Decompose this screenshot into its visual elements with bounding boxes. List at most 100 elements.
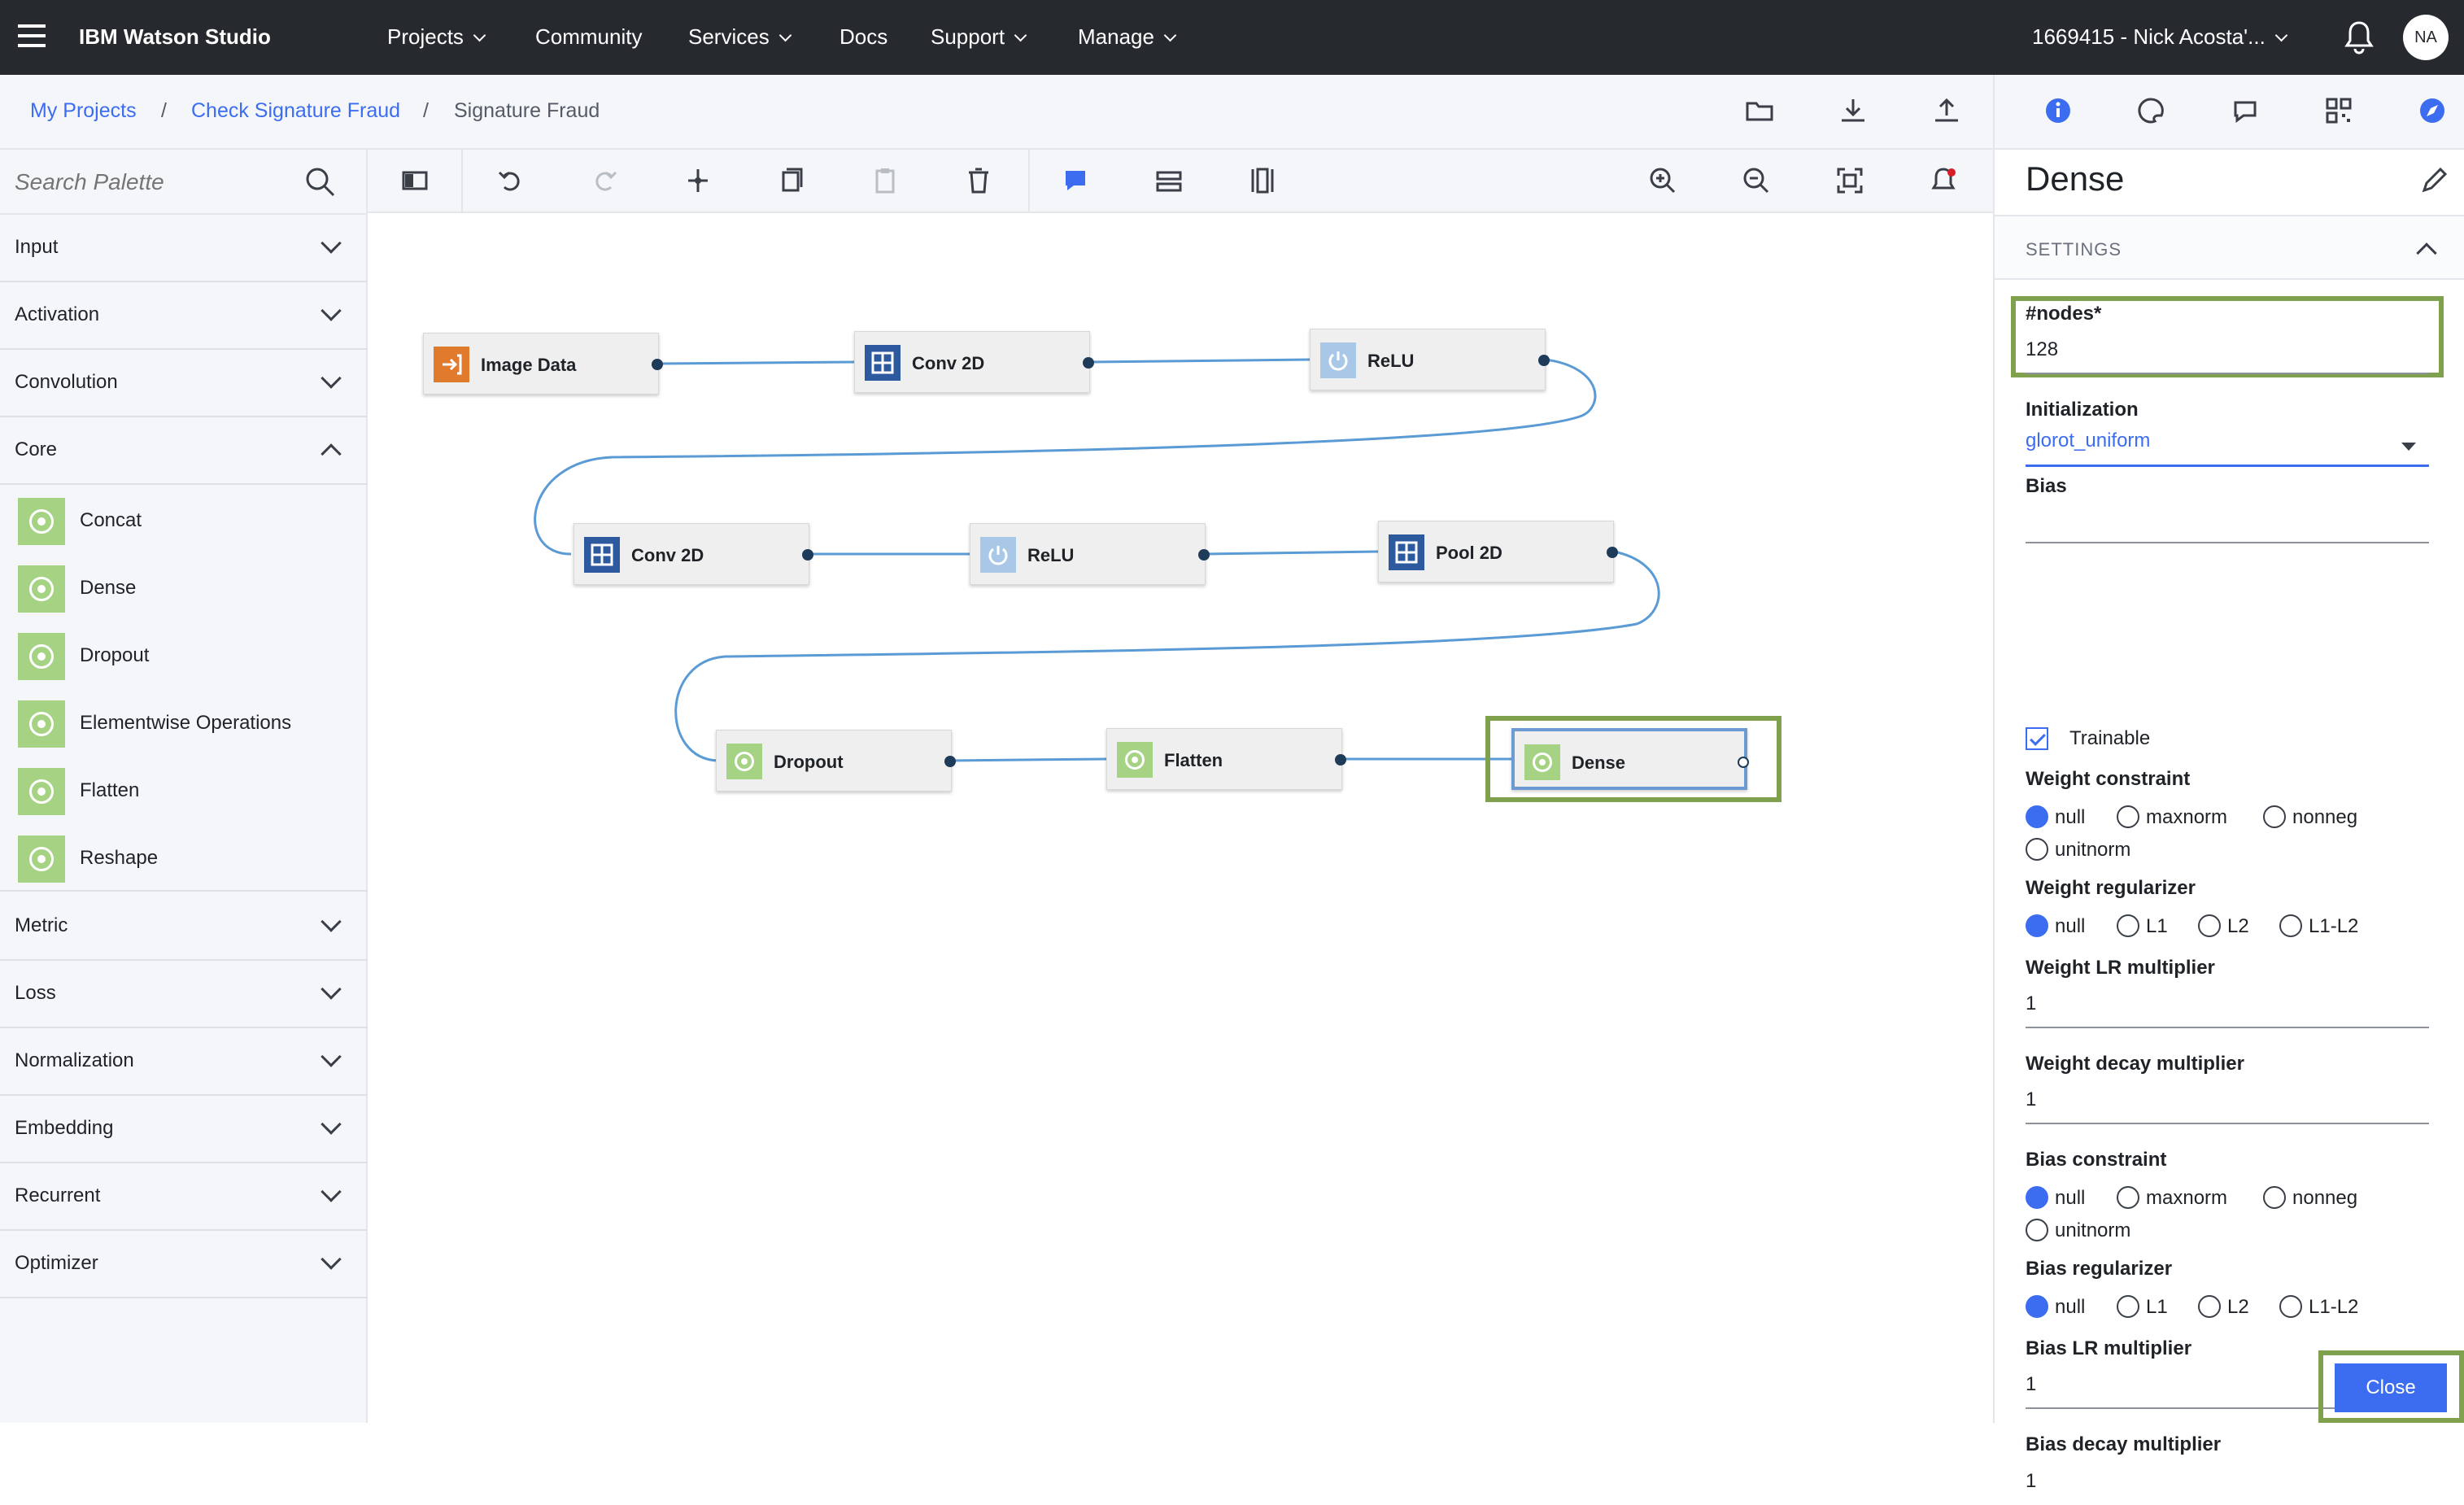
nodes-input[interactable] (2026, 338, 2429, 374)
palette-item-reshape[interactable]: Reshape (0, 824, 368, 892)
palette-category-metric[interactable]: Metric (0, 893, 368, 961)
weight-decay-label: Weight decay multiplier (2026, 1053, 2244, 1075)
settings-section-header[interactable]: SETTINGS (1995, 215, 2464, 280)
chevron-down-icon (321, 300, 342, 321)
core-node-icon (18, 633, 65, 680)
palette-item-dropout[interactable]: Dropout (0, 622, 368, 689)
highlight-box (1485, 716, 1781, 802)
output-port[interactable] (1335, 754, 1346, 766)
palette-item-concat[interactable]: Concat (0, 486, 368, 554)
output-port[interactable] (652, 359, 663, 370)
fit-to-screen-icon[interactable] (1834, 164, 1866, 197)
notification-alert-icon[interactable] (1927, 164, 1960, 197)
node-pool-2d[interactable]: Pool 2D (1378, 521, 1618, 582)
output-port[interactable] (802, 549, 813, 561)
palette-category-embedding[interactable]: Embedding (0, 1096, 368, 1163)
breadcrumb-separator: / (423, 99, 429, 122)
cut-icon[interactable] (682, 164, 714, 197)
nav-community[interactable]: Community (535, 24, 643, 49)
node-conv-2d[interactable]: Conv 2D (573, 523, 813, 585)
undo-icon[interactable] (495, 164, 527, 197)
nav-manage[interactable]: Manage (1078, 24, 1177, 50)
toolbar-divider (461, 150, 463, 213)
nav-docs[interactable]: Docs (840, 24, 888, 49)
close-button[interactable]: Close (2335, 1363, 2447, 1412)
chevron-down-icon (1014, 28, 1027, 42)
nav-services[interactable]: Services (688, 24, 792, 50)
nav-support[interactable]: Support (931, 24, 1027, 50)
initialization-dropdown[interactable]: glorot_uniform (2026, 430, 2429, 467)
compass-icon[interactable] (2416, 94, 2449, 127)
weight-lr-input[interactable] (2026, 992, 2429, 1028)
copy-icon[interactable] (775, 164, 808, 197)
download-icon[interactable] (1837, 94, 1869, 127)
initialization-label: Initialization (2026, 399, 2139, 421)
edit-pencil-icon[interactable] (2418, 164, 2450, 197)
breadcrumb-current: Signature Fraud (454, 99, 600, 122)
chevron-down-icon (1163, 28, 1177, 42)
delete-icon[interactable] (962, 164, 995, 197)
node-dense-selected[interactable]: Dense (1511, 728, 1749, 790)
breadcrumb-my-projects[interactable]: My Projects (30, 99, 137, 122)
palette-category-normalization[interactable]: Normalization (0, 1028, 368, 1096)
node-dropout[interactable]: Dropout (716, 730, 956, 792)
chevron-down-icon (321, 1249, 342, 1270)
chevron-down-icon (321, 979, 342, 1000)
node-relu[interactable]: ReLU (970, 523, 1210, 585)
output-port[interactable] (1198, 549, 1210, 561)
toggle-palette-icon[interactable] (399, 164, 431, 197)
output-port[interactable] (1538, 355, 1550, 366)
folder-icon[interactable] (1743, 94, 1776, 127)
bias-constraint-label: Bias constraint (2026, 1149, 2167, 1171)
core-node-icon (18, 700, 65, 748)
chat-icon[interactable] (2229, 94, 2261, 127)
core-node-icon (18, 835, 65, 883)
arrange-horizontal-icon[interactable] (1153, 164, 1185, 197)
palette-category-recurrent[interactable]: Recurrent (0, 1163, 368, 1231)
bias-decay-input[interactable] (2026, 1469, 2270, 1505)
node-conv-2d[interactable]: Conv 2D (854, 331, 1094, 393)
arrange-vertical-icon[interactable] (1246, 164, 1279, 197)
redo-icon[interactable] (588, 164, 621, 197)
palette-category-input[interactable]: Input (0, 215, 368, 282)
palette-category-loss[interactable]: Loss (0, 961, 368, 1028)
comment-icon[interactable] (1059, 164, 1092, 197)
palette-search-input[interactable] (15, 164, 291, 200)
output-port[interactable] (1738, 757, 1749, 768)
notification-bell-icon[interactable] (2343, 20, 2375, 55)
hamburger-menu-icon[interactable] (18, 24, 46, 49)
power-icon (980, 537, 1016, 573)
node-relu[interactable]: ReLU (1310, 329, 1550, 390)
info-icon[interactable] (2042, 94, 2074, 127)
qr-grid-icon[interactable] (2322, 94, 2355, 127)
palette-category-core[interactable]: Core (0, 417, 368, 485)
zoom-out-icon[interactable] (1740, 164, 1773, 197)
palette-item-dense[interactable]: Dense (0, 554, 368, 622)
zoom-in-icon[interactable] (1646, 164, 1679, 197)
node-image-data[interactable]: Image Data (423, 333, 663, 395)
breadcrumb-check-signature-fraud[interactable]: Check Signature Fraud (191, 99, 401, 122)
user-avatar[interactable]: NA (2403, 15, 2449, 60)
bias-input[interactable] (2026, 508, 2429, 543)
account-switcher[interactable]: 1669415 - Nick Acosta'... (2032, 24, 2288, 50)
app-brand[interactable]: IBM Watson Studio (79, 24, 271, 49)
paste-icon[interactable] (869, 164, 901, 197)
upload-icon[interactable] (1930, 94, 1963, 127)
palette-category-convolution[interactable]: Convolution (0, 350, 368, 417)
node-flatten[interactable]: Flatten (1106, 728, 1346, 790)
palette-item-elementwise-operations[interactable]: Elementwise Operations (0, 689, 368, 757)
weight-decay-input[interactable] (2026, 1088, 2429, 1124)
palette-category-activation[interactable]: Activation (0, 282, 368, 350)
trainable-checkbox[interactable] (2026, 727, 2048, 750)
canvas-toolbar (368, 150, 1993, 213)
panel-title: Dense (2026, 159, 2125, 198)
palette-item-flatten[interactable]: Flatten (0, 757, 368, 824)
output-port[interactable] (1607, 547, 1618, 558)
palette-icon[interactable] (2135, 94, 2168, 127)
nav-projects[interactable]: Projects (387, 24, 486, 50)
search-icon[interactable] (303, 164, 338, 200)
flow-canvas[interactable]: Image Data Conv 2D ReLU Conv 2D ReLU Poo… (368, 213, 1993, 1423)
output-port[interactable] (944, 756, 956, 767)
palette-category-optimizer[interactable]: Optimizer (0, 1231, 368, 1298)
output-port[interactable] (1083, 357, 1094, 369)
